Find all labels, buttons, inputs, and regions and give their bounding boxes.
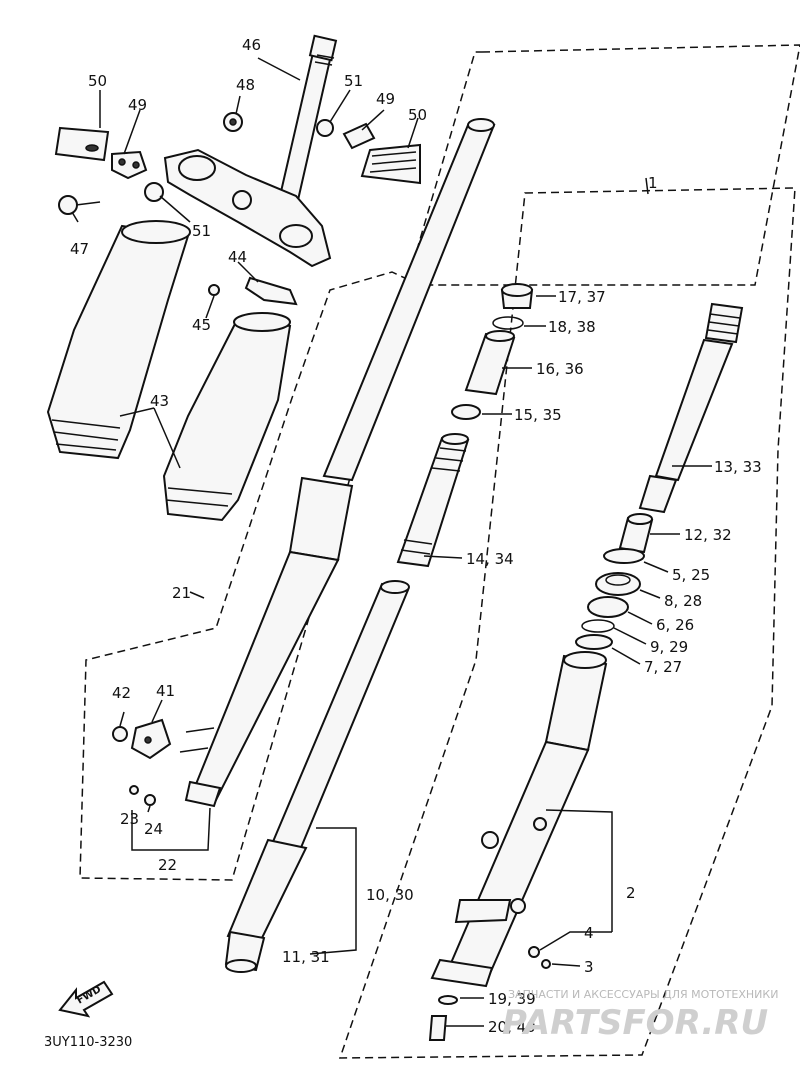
bolt-47: [58, 195, 101, 215]
label-41: 41: [156, 682, 175, 700]
outline-group-1: [338, 187, 796, 1059]
damper-rod-13: [638, 302, 744, 514]
label-44: 44: [228, 248, 247, 266]
label-13-33: 13, 33: [714, 458, 762, 476]
plate-50-right: [360, 143, 421, 185]
o-ring-18: [492, 316, 524, 330]
spring-14: [396, 433, 470, 568]
label-51-right: 51: [344, 72, 363, 90]
washer-19: [438, 995, 458, 1005]
label-48: 48: [236, 76, 255, 94]
washer-4: [528, 946, 540, 958]
label-3: 3: [584, 958, 594, 976]
fork-boot-43-right: [162, 312, 292, 522]
label-20-40: 20, 40: [488, 1018, 536, 1036]
label-8-28: 8, 28: [664, 592, 702, 610]
plate-50-left: [54, 126, 110, 162]
steering-stem-46: [278, 34, 338, 202]
nut-51-right: [316, 119, 334, 137]
label-49-left: 49: [128, 96, 147, 114]
label-46: 46: [242, 36, 261, 54]
label-50-left: 50: [88, 72, 107, 90]
inner-tube-left: [184, 118, 496, 808]
nut-51-left: [144, 182, 164, 202]
bolt-3: [541, 959, 551, 969]
label-14-34: 14, 34: [466, 550, 514, 568]
label-19-39: 19, 39: [488, 990, 536, 1008]
axle-holder-41: [130, 718, 172, 760]
slide-tube-10: [224, 580, 410, 973]
label-7-27: 7, 27: [644, 658, 682, 676]
label-24: 24: [144, 820, 163, 838]
bracket-49-right: [342, 122, 376, 150]
label-50-right: 50: [408, 106, 427, 124]
label-10-30: 10, 30: [366, 886, 414, 904]
label-42: 42: [112, 684, 131, 702]
leader-lines: [71, 57, 712, 1027]
bushing-7: [575, 634, 613, 650]
label-21: 21: [172, 584, 191, 602]
label-51-left: 51: [192, 222, 211, 240]
label-11-31: 11, 31: [282, 948, 330, 966]
washer-9: [581, 619, 615, 633]
label-5-25: 5, 25: [672, 566, 710, 584]
label-4: 4: [584, 924, 594, 942]
seal-6: [587, 596, 629, 618]
label-23: 23: [120, 810, 139, 828]
under-bracket: [163, 148, 332, 268]
nut-42: [112, 726, 128, 742]
label-1: 1: [648, 174, 658, 192]
label-45: 45: [192, 316, 211, 334]
label-49-right: 49: [376, 90, 395, 108]
seal-5: [603, 548, 645, 564]
studs: [179, 727, 215, 753]
label-6-26: 6, 26: [656, 616, 694, 634]
label-9-29: 9, 29: [650, 638, 688, 656]
bolt-45: [208, 284, 220, 296]
guide-44: [244, 276, 298, 306]
seal-8: [595, 572, 641, 596]
washer-24: [144, 794, 156, 806]
label-2: 2: [626, 884, 636, 902]
nut-48: [223, 112, 243, 132]
spacer-16: [464, 330, 516, 396]
diagram-code: 3UY110-3230: [44, 1035, 132, 1050]
oil-lock-12: [618, 513, 654, 554]
bolt-20: [428, 1015, 448, 1041]
label-18-38: 18, 38: [548, 318, 596, 336]
label-17-37: 17, 37: [558, 288, 606, 306]
watermark-caption: ЗАПЧАСТИ И АКСЕССУАРЫ ДЛЯ МОТОТЕХНИКИ: [508, 988, 778, 1001]
seat-15: [451, 404, 481, 420]
cap-bolt-17: [500, 283, 534, 309]
label-15-35: 15, 35: [514, 406, 562, 424]
outer-tube-2: [430, 651, 608, 988]
label-43: 43: [150, 392, 169, 410]
bracket-49-left: [111, 150, 148, 180]
watermark-brand: PARTSFOR.RU: [502, 1003, 768, 1043]
bolt-23: [129, 785, 139, 795]
forward-arrow-icon: FWD: [58, 980, 114, 1018]
outline-group-21: [79, 44, 800, 881]
label-22: 22: [158, 856, 177, 874]
fork-boot-43-left: [46, 220, 191, 460]
label-47: 47: [70, 240, 89, 258]
label-12-32: 12, 32: [684, 526, 732, 544]
label-16-36: 16, 36: [536, 360, 584, 378]
